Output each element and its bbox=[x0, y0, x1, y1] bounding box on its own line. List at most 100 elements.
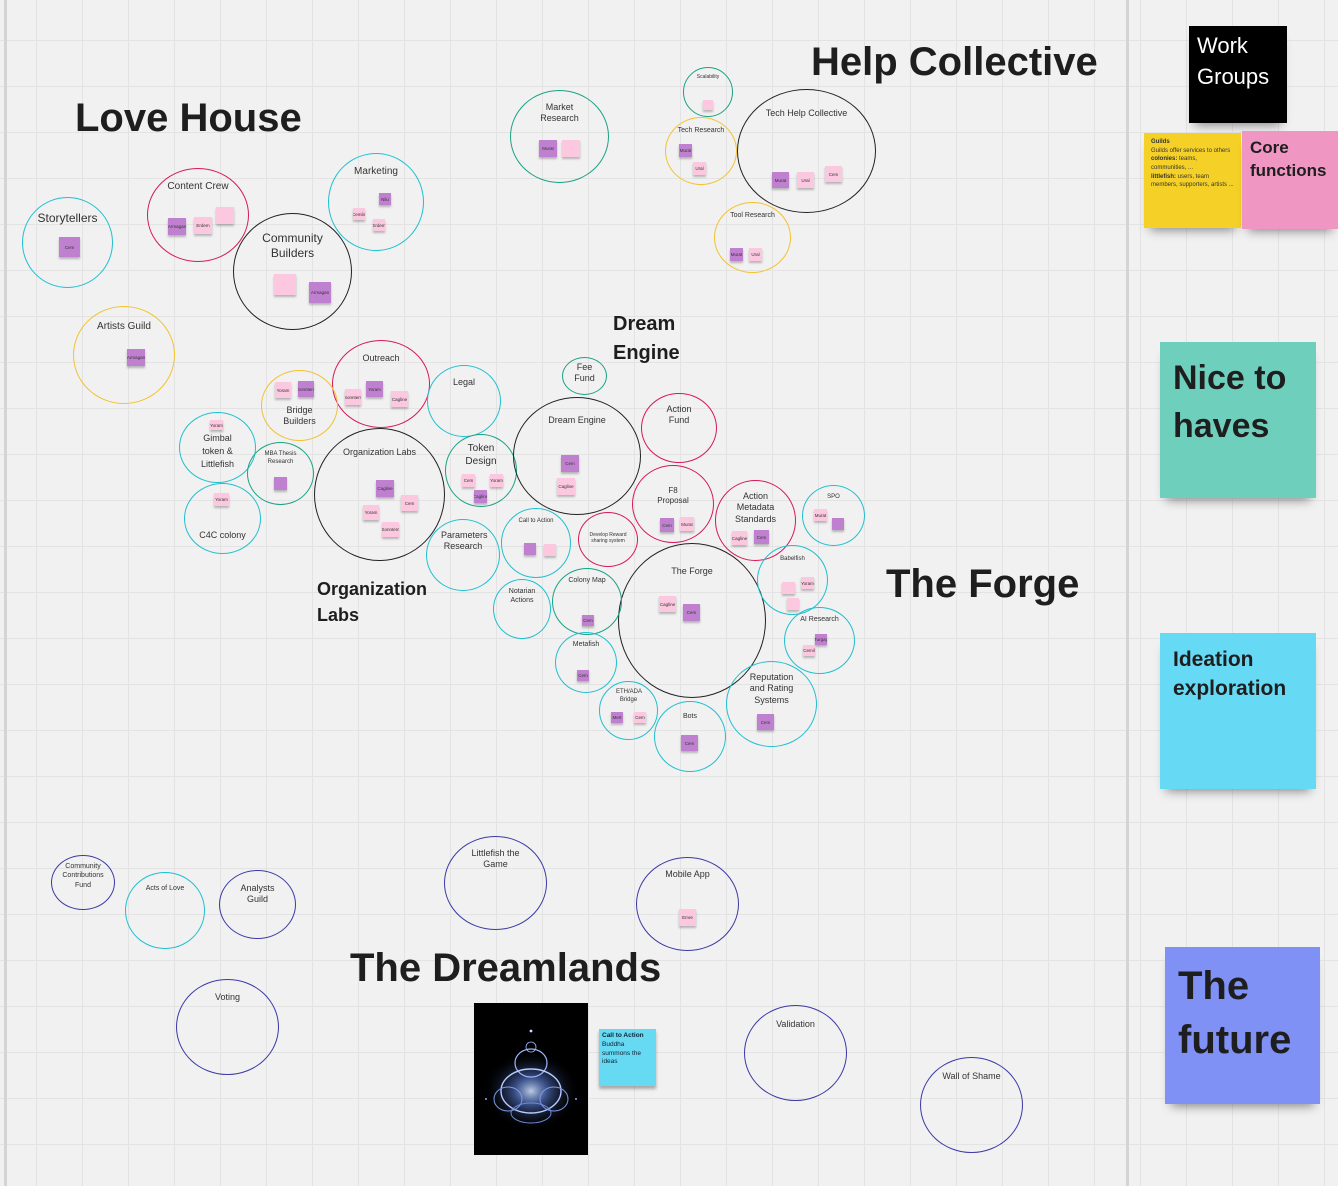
member-note[interactable]: Cem bbox=[561, 455, 579, 472]
member-note[interactable] bbox=[782, 582, 795, 594]
circle-market-research[interactable]: Market Research bbox=[510, 90, 609, 183]
member-note[interactable] bbox=[274, 477, 287, 490]
member-note[interactable] bbox=[703, 100, 713, 110]
member-note[interactable]: Ural bbox=[693, 162, 706, 175]
member-note[interactable]: Sonntem bbox=[382, 522, 399, 537]
circle-ai-research[interactable]: AI Research bbox=[784, 607, 855, 674]
circle-artists-guild[interactable]: Artists Guild bbox=[73, 306, 175, 404]
member-note[interactable]: Cem bbox=[401, 495, 418, 511]
circle-validation[interactable]: Validation bbox=[744, 1005, 847, 1101]
member-note[interactable]: Cagline bbox=[557, 478, 575, 495]
zone-title-dream-engine[interactable]: Dream Engine bbox=[613, 313, 680, 364]
zone-title-organization-labs[interactable]: Organization Labs bbox=[317, 579, 428, 625]
member-note[interactable]: Armagan bbox=[309, 282, 331, 303]
member-note[interactable]: Cem bbox=[825, 166, 842, 182]
member-note[interactable]: Nilu bbox=[379, 193, 391, 205]
member-note[interactable]: Cem bbox=[59, 237, 80, 257]
circle-voting[interactable]: Voting bbox=[176, 979, 279, 1075]
member-note[interactable]: Sonntem bbox=[345, 389, 361, 405]
member-note[interactable]: Cem bbox=[577, 670, 589, 681]
member-note[interactable]: Yoram bbox=[363, 505, 379, 520]
member-note[interactable]: Cem bbox=[754, 530, 769, 544]
member-note[interactable]: Cagline bbox=[659, 596, 676, 612]
circle-analysts-guild[interactable]: Analysts Guild bbox=[219, 870, 296, 939]
member-note[interactable] bbox=[274, 274, 296, 295]
member-note[interactable]: Murat bbox=[730, 248, 743, 261]
member-note[interactable]: Cagline bbox=[391, 391, 408, 407]
circle-acts-of-love[interactable]: Acts of Love bbox=[125, 872, 205, 949]
circle-marketing[interactable]: Marketing bbox=[328, 153, 424, 251]
circle-spo[interactable]: SPO bbox=[802, 485, 865, 546]
member-note[interactable]: Erdem bbox=[373, 219, 385, 231]
member-note[interactable]: Ural bbox=[797, 172, 814, 188]
circle-reputation[interactable]: Reputation and Rating Systems bbox=[726, 661, 817, 747]
member-note[interactable]: Yoram bbox=[366, 381, 383, 397]
circle-call-to-action[interactable]: Call to Action bbox=[501, 508, 571, 578]
member-note[interactable]: Cagline bbox=[376, 480, 394, 497]
member-note[interactable]: Murat bbox=[539, 140, 557, 157]
member-note[interactable]: Murat bbox=[814, 509, 827, 521]
member-note[interactable]: Armagan bbox=[168, 218, 186, 235]
circle-tech-help-collective[interactable]: Tech Help Collective bbox=[737, 89, 876, 213]
legend-core-functions[interactable]: Core functions bbox=[1242, 131, 1338, 229]
zone-title-the-dreamlands[interactable]: The Dreamlands bbox=[350, 946, 662, 990]
zone-title-the-forge[interactable]: The Forge bbox=[886, 562, 1080, 606]
member-note[interactable]: Cem bbox=[582, 615, 594, 626]
member-note[interactable]: Emre bbox=[679, 909, 696, 926]
circle-parameters-research[interactable]: Parameters Research bbox=[426, 519, 500, 591]
legend-ideation-exploration[interactable]: Ideation exploration bbox=[1160, 633, 1316, 789]
member-note[interactable]: Murat bbox=[680, 517, 694, 531]
circle-bots[interactable]: Bots bbox=[654, 701, 726, 772]
circle-organization-labs[interactable]: Organization Labs bbox=[314, 428, 445, 561]
member-note[interactable]: Armagan bbox=[127, 349, 145, 366]
member-note[interactable]: Murat bbox=[679, 144, 692, 157]
member-note[interactable]: Mert bbox=[611, 712, 623, 723]
circle-c4c-colony[interactable]: C4C colony bbox=[184, 483, 261, 554]
member-note[interactable]: Murat bbox=[772, 172, 789, 188]
circle-mobile-app[interactable]: Mobile App bbox=[636, 857, 739, 951]
member-note[interactable]: Cemile bbox=[353, 208, 365, 220]
legend-guilds-card[interactable]: Guilds Guilds offer services to others c… bbox=[1144, 133, 1241, 228]
circle-tech-research[interactable]: Tech Research bbox=[665, 117, 737, 185]
circle-scalability[interactable]: Scalability bbox=[683, 67, 733, 117]
call-to-action-note[interactable]: Call to Action Buddha summons the ideas bbox=[599, 1029, 656, 1086]
circle-babelfish[interactable]: Babelfish bbox=[757, 545, 828, 615]
member-note[interactable]: Yoram bbox=[214, 493, 229, 506]
circle-the-forge[interactable]: The Forge bbox=[618, 543, 766, 698]
circle-outreach[interactable]: Outreach bbox=[332, 340, 430, 428]
zone-title-help-collective[interactable]: Help Collective bbox=[811, 40, 1098, 84]
circle-eth-ada-bridge[interactable]: ETH/ADA Bridge bbox=[599, 681, 658, 740]
circle-notarian-actions[interactable]: Notarian Actions bbox=[493, 579, 551, 639]
member-note[interactable]: Cem bbox=[757, 714, 774, 730]
legend-the-future[interactable]: The future bbox=[1165, 947, 1320, 1104]
member-note[interactable]: Yoram bbox=[275, 382, 291, 398]
legend-work-groups[interactable]: Work Groups bbox=[1189, 26, 1287, 123]
member-note[interactable]: Cagline bbox=[474, 490, 487, 503]
member-note[interactable] bbox=[787, 598, 799, 610]
member-note[interactable]: Yoram bbox=[490, 474, 503, 487]
member-note[interactable]: Cagline bbox=[732, 531, 747, 545]
circle-develop-reward[interactable]: Develop Reward sharing system bbox=[578, 512, 638, 567]
circle-littlefish-game[interactable]: Littlefish the Game bbox=[444, 836, 547, 930]
circle-content-crew[interactable]: Content Crew bbox=[147, 168, 249, 262]
member-note[interactable] bbox=[524, 543, 536, 555]
member-note[interactable] bbox=[544, 544, 556, 556]
legend-nice-to-haves[interactable]: Nice to haves bbox=[1160, 342, 1316, 498]
member-note[interactable]: Cemil bbox=[803, 645, 815, 656]
circle-mba-thesis[interactable]: MBA Thesis Research bbox=[247, 442, 314, 505]
member-note[interactable]: Cem bbox=[660, 518, 674, 532]
member-note[interactable]: Cem bbox=[462, 474, 475, 487]
circle-metafish[interactable]: Metafish bbox=[555, 632, 617, 693]
member-note[interactable] bbox=[216, 207, 234, 224]
circle-action-metadata[interactable]: Action Metadata Standards bbox=[715, 480, 796, 561]
circle-community-contributions[interactable]: Community Contributions Fund bbox=[51, 855, 115, 910]
circle-f8-proposal[interactable]: F8 Proposal bbox=[632, 465, 714, 543]
member-note[interactable]: Cem bbox=[683, 604, 700, 621]
circle-bridge-builders[interactable]: Bridge Builders bbox=[261, 370, 338, 441]
circle-legal[interactable]: Legal bbox=[427, 365, 501, 437]
member-note[interactable]: Ural bbox=[749, 248, 762, 261]
member-note[interactable]: Yoram bbox=[801, 577, 814, 589]
circle-dream-engine[interactable]: Dream Engine bbox=[513, 397, 641, 515]
member-note[interactable]: Cem bbox=[634, 712, 646, 723]
